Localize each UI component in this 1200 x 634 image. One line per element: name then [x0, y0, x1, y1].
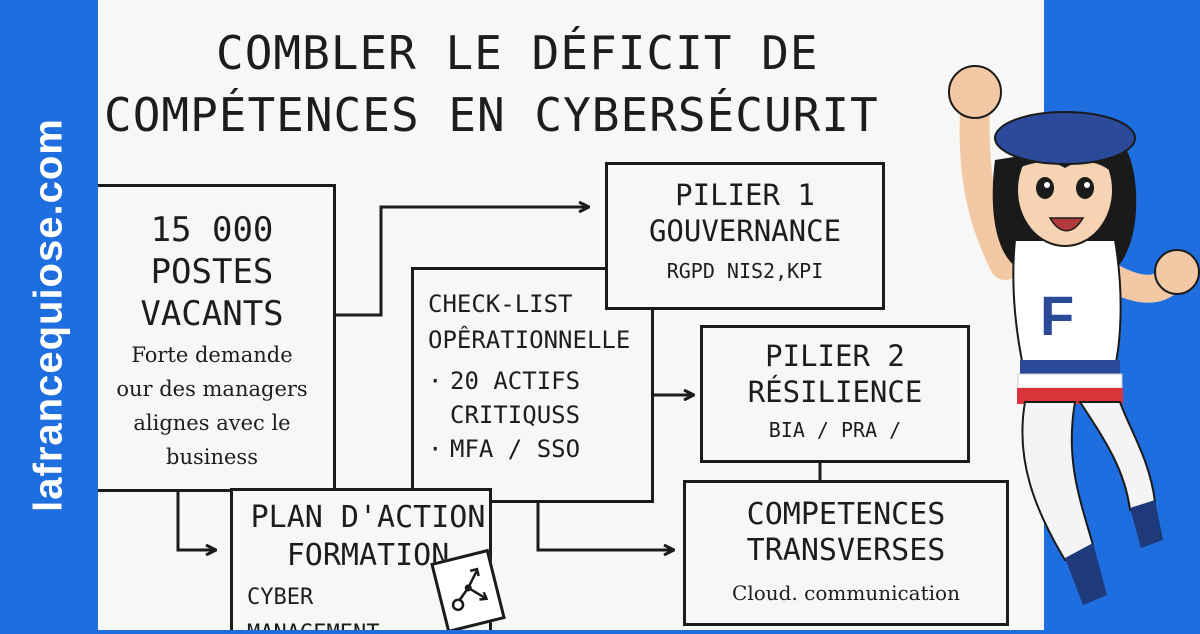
- pilier1-title: PILIER 1: [675, 178, 815, 212]
- checklist-title-1: CHECK-LIST: [428, 290, 573, 318]
- box-pilier-2: PILIER 2 RÉSILIENCE BIA / PRA /: [700, 325, 970, 463]
- checklist-item-text: MFA / SSO: [450, 435, 581, 463]
- checklist-items: ·20 ACTIFS CRITIQUSS ·MFA / SSO: [428, 364, 641, 466]
- network-icon: [451, 567, 489, 612]
- competences-title-1: COMPETENCES: [746, 497, 946, 532]
- checklist-item-text: CRITIQUSS: [450, 401, 581, 429]
- checklist-title-2: OPÊRATIONNELLE: [428, 326, 631, 354]
- superhero-mascot: F: [915, 40, 1200, 630]
- site-name[interactable]: lafrancequiose.com: [26, 118, 71, 512]
- page-title: COMBLER LE DÉFICIT DE COMPÉTENCES EN CYB…: [98, 22, 1044, 146]
- checklist-item-text: 20 ACTIFS: [450, 367, 581, 395]
- box-pilier-1: PILIER 1 GOUVERNANCE RGPD NIS2,KPI: [605, 162, 885, 310]
- arrow-checklist-to-competences: [536, 503, 673, 550]
- formation-detail-1: CYBER: [247, 585, 314, 610]
- formation-detail-2: MANAGEMENT: [247, 621, 489, 630]
- title-line-1: COMBLER LE DÉFICIT DE: [216, 26, 819, 80]
- diagram-canvas: COMBLER LE DÉFICIT DE COMPÉTENCES EN CYB…: [98, 0, 1044, 630]
- vacants-count: 15 000: [150, 210, 274, 250]
- shirt-letter: F: [1040, 284, 1074, 347]
- box-competences-transverses: COMPETENCES TRANSVERSES Cloud. communica…: [683, 480, 1009, 626]
- competences-detail: Cloud. communication: [732, 581, 960, 605]
- formation-title-2: FORMATION: [286, 538, 450, 573]
- vacants-desc-3: alignes avec le: [133, 411, 291, 435]
- box-postes-vacants: 15 000 POSTES VACANTS Forte demande our …: [98, 184, 336, 492]
- bullet-marker: ·: [428, 435, 443, 463]
- competences-title-2: TRANSVERSES: [746, 533, 946, 568]
- pilier2-detail: BIA / PRA /: [768, 418, 902, 442]
- document-network-icon: [430, 548, 506, 630]
- vacants-label-2: VACANTS: [140, 294, 284, 334]
- bullet-marker: ·: [428, 367, 443, 395]
- box-checklist: CHECK-LIST OPÊRATIONNELLE ·20 ACTIFS CRI…: [411, 267, 654, 503]
- pilier2-title: PILIER 2: [765, 339, 905, 373]
- title-line-2: COMPÉTENCES EN CYBERSÉCURIT: [104, 88, 879, 142]
- vacants-desc-1: Forte demande: [131, 343, 293, 367]
- vacants-desc-4: business: [166, 445, 258, 469]
- mascot-illustration: F: [948, 65, 1200, 605]
- checklist-item: CRITIQUSS: [428, 398, 641, 432]
- formation-title-1: PLAN D'ACTION: [250, 500, 486, 535]
- checklist-item: ·20 ACTIFS: [428, 364, 641, 398]
- checklist-item: ·MFA / SSO: [428, 432, 641, 466]
- brand-sidebar: lafrancequiose.com: [0, 0, 98, 630]
- pilier1-detail: RGPD NIS2,KPI: [666, 259, 824, 283]
- arrow-vacants-to-formation: [176, 492, 215, 550]
- pilier1-name: GOUVERNANCE: [648, 214, 842, 248]
- vacants-desc-2: our des managers: [116, 377, 308, 401]
- vacants-label-1: POSTES: [150, 252, 274, 292]
- pilier2-name: RÉSILIENCE: [747, 375, 923, 409]
